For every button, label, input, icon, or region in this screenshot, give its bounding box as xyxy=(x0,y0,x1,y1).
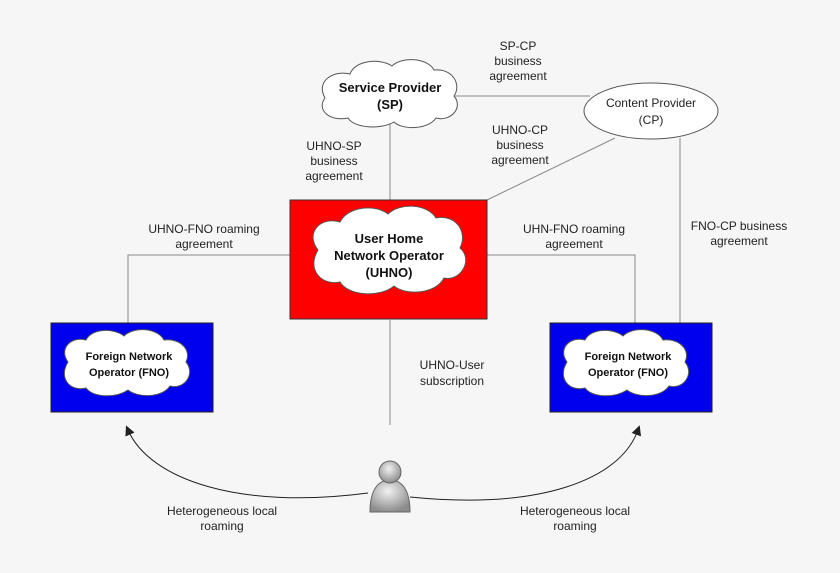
label-sp-cp-2: business xyxy=(494,54,541,68)
content-provider-ellipse xyxy=(583,82,719,140)
uhno-label-3: (UHNO) xyxy=(366,265,413,280)
uhno-label-2: Network Operator xyxy=(334,248,444,263)
label-uhno-cp-1: UHNO-CP xyxy=(492,123,548,137)
label-uhn-fno-right-1: UHN-FNO roaming xyxy=(523,222,625,236)
label-uhno-cp-3: agreement xyxy=(491,153,549,167)
fno-right-label-2: Operator (FNO) xyxy=(588,367,668,379)
fno-left-node: Foreign Network Operator (FNO) xyxy=(50,322,214,413)
label-uhno-sp-1: UHNO-SP xyxy=(306,139,361,153)
person-icon xyxy=(369,460,411,513)
person-icon-body xyxy=(369,479,411,513)
label-sp-cp: SP-CP business agreement xyxy=(489,39,547,83)
label-uhno-fno-left-1: UHNO-FNO roaming xyxy=(148,222,259,236)
label-uhno-user: UHNO-User subscription xyxy=(420,358,485,388)
label-uhno-cp: UHNO-CP business agreement xyxy=(491,123,549,167)
line-uhno-cp xyxy=(486,137,616,201)
line-uhno-fno-left xyxy=(127,254,290,323)
label-roaming-right-2: roaming xyxy=(553,519,596,533)
label-sp-cp-3: agreement xyxy=(489,69,547,83)
label-fno-cp: FNO-CP business agreement xyxy=(691,219,787,248)
label-uhno-user-1: UHNO-User xyxy=(420,358,485,372)
label-roaming-left-1: Heterogeneous local xyxy=(167,504,277,518)
label-fno-cp-2: agreement xyxy=(710,234,768,248)
label-uhno-user-2: subscription xyxy=(420,374,484,388)
fno-right-label-1: Foreign Network xyxy=(585,351,673,363)
label-uhno-sp-2: business xyxy=(310,154,357,168)
label-uhno-fno-left-2: agreement xyxy=(175,237,233,251)
service-provider-node: Service Provider (SP) xyxy=(321,59,458,128)
label-fno-cp-1: FNO-CP business xyxy=(691,219,787,233)
label-uhno-sp: UHNO-SP business agreement xyxy=(305,139,363,183)
label-uhno-fno-left: UHNO-FNO roaming agreement xyxy=(148,222,259,251)
label-roaming-left-2: roaming xyxy=(200,519,243,533)
label-uhno-cp-2: business xyxy=(496,138,543,152)
service-provider-label-2: (SP) xyxy=(377,97,403,112)
fno-right-node: Foreign Network Operator (FNO) xyxy=(549,322,713,413)
label-uhno-sp-3: agreement xyxy=(305,169,363,183)
service-provider-cloud xyxy=(321,59,458,128)
person-icon-head xyxy=(378,460,402,484)
label-uhn-fno-right-2: agreement xyxy=(545,237,603,251)
fno-left-cloud xyxy=(63,329,191,397)
label-roaming-right-1: Heterogeneous local xyxy=(520,504,630,518)
roaming-arrow-left xyxy=(125,425,369,499)
uhno-cloud xyxy=(312,205,467,295)
label-uhn-fno-right: UHN-FNO roaming agreement xyxy=(523,222,625,251)
uhno-node: User Home Network Operator (UHNO) xyxy=(289,199,488,320)
roaming-arrow-right xyxy=(409,425,642,501)
fno-left-label-1: Foreign Network xyxy=(86,351,174,363)
label-sp-cp-1: SP-CP xyxy=(500,39,537,53)
content-provider-node: Content Provider (CP) xyxy=(583,82,719,140)
content-provider-label-2: (CP) xyxy=(639,113,664,127)
fno-right-cloud xyxy=(562,329,690,397)
line-uhno-fno-right xyxy=(487,254,636,323)
uhno-label-1: User Home xyxy=(355,231,424,246)
label-roaming-right: Heterogeneous local roaming xyxy=(520,504,630,533)
content-provider-label-1: Content Provider xyxy=(606,96,696,110)
service-provider-label-1: Service Provider xyxy=(339,80,442,95)
label-roaming-left: Heterogeneous local roaming xyxy=(167,504,277,533)
fno-left-label-2: Operator (FNO) xyxy=(89,367,169,379)
